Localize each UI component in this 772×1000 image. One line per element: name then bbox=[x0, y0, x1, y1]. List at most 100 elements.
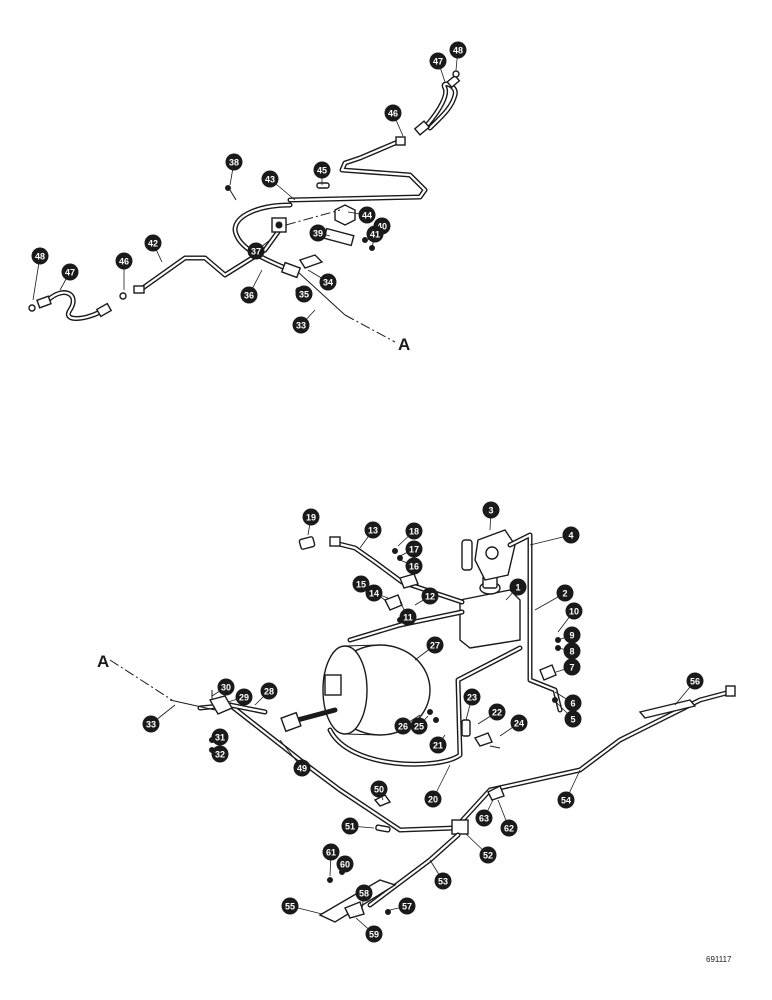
callout-number: 10 bbox=[569, 607, 579, 617]
callout-badge bbox=[319, 273, 337, 291]
callout-badge bbox=[364, 521, 382, 539]
callout-24: 24 bbox=[510, 714, 528, 732]
callout-number: 52 bbox=[483, 851, 493, 861]
callout-number: 26 bbox=[398, 722, 408, 732]
callout-39: 39 bbox=[309, 224, 327, 242]
callout-number: 60 bbox=[340, 860, 350, 870]
callout-20: 20 bbox=[424, 790, 442, 808]
callout-28: 28 bbox=[260, 682, 278, 700]
callout-37: 37 bbox=[247, 242, 265, 260]
callout-number: 8 bbox=[569, 647, 574, 657]
callout-badge bbox=[563, 626, 581, 644]
callout-number: 40 bbox=[377, 222, 387, 232]
callout-number: 20 bbox=[428, 795, 438, 805]
callout-15: 15 bbox=[352, 575, 370, 593]
callout-number: 25 bbox=[414, 722, 424, 732]
callout-badge bbox=[509, 578, 527, 596]
callout-43: 43 bbox=[261, 170, 279, 188]
callout-number: 58 bbox=[359, 889, 369, 899]
callout-22: 22 bbox=[488, 703, 506, 721]
callout-2: 2 bbox=[556, 584, 574, 602]
callout-60: 60 bbox=[336, 855, 354, 873]
callout-number: 22 bbox=[492, 708, 502, 718]
callout-55: 55 bbox=[281, 897, 299, 915]
callout-badge bbox=[424, 790, 442, 808]
callout-number: 7 bbox=[569, 663, 574, 673]
callout-21: 21 bbox=[429, 736, 447, 754]
callout-badge bbox=[217, 678, 235, 696]
callout-badge bbox=[211, 728, 229, 746]
callout-8: 8 bbox=[563, 642, 581, 660]
callout-number: 18 bbox=[409, 527, 419, 537]
callout-badge bbox=[405, 540, 423, 558]
callout-badge bbox=[426, 636, 444, 654]
callout-16: 16 bbox=[405, 557, 423, 575]
callout-badge bbox=[557, 791, 575, 809]
callout-badge bbox=[240, 286, 258, 304]
callout-33: 33 bbox=[142, 715, 160, 733]
callout-1: 1 bbox=[509, 578, 527, 596]
callout-number: 27 bbox=[430, 641, 440, 651]
callout-number: 19 bbox=[306, 513, 316, 523]
callout-61: 61 bbox=[322, 843, 340, 861]
callout-34: 34 bbox=[319, 273, 337, 291]
callout-number: 43 bbox=[265, 175, 275, 185]
callout-badge bbox=[322, 843, 340, 861]
callout-46: 46 bbox=[115, 252, 133, 270]
callout-number: 39 bbox=[313, 229, 323, 239]
callout-17: 17 bbox=[405, 540, 423, 558]
callout-number: 33 bbox=[296, 321, 306, 331]
callout-group: 1234567891011121314151617181920212223242… bbox=[31, 41, 704, 943]
callout-48: 48 bbox=[449, 41, 467, 59]
callout-number: 23 bbox=[467, 693, 477, 703]
callout-badge bbox=[31, 247, 49, 265]
callout-badge bbox=[365, 584, 383, 602]
callout-62: 62 bbox=[500, 819, 518, 837]
callout-badge bbox=[398, 897, 416, 915]
callout-badge bbox=[115, 252, 133, 270]
callout-number: 56 bbox=[690, 677, 700, 687]
callout-badge bbox=[366, 225, 384, 243]
callout-number: 14 bbox=[369, 589, 379, 599]
callout-badge bbox=[394, 717, 412, 735]
callout-badge bbox=[211, 745, 229, 763]
callout-number: 34 bbox=[323, 278, 333, 288]
section-marker-upper: A bbox=[398, 335, 410, 354]
callout-29: 29 bbox=[235, 688, 253, 706]
callout-badge bbox=[313, 161, 331, 179]
callout-50: 50 bbox=[370, 780, 388, 798]
callout-badge bbox=[261, 170, 279, 188]
section-marker-lower: A bbox=[97, 652, 109, 671]
callout-badge bbox=[292, 316, 310, 334]
callout-number: 48 bbox=[453, 46, 463, 56]
callout-number: 29 bbox=[239, 693, 249, 703]
callout-badge bbox=[500, 819, 518, 837]
callout-number: 21 bbox=[433, 741, 443, 751]
callout-number: 13 bbox=[368, 526, 378, 536]
callout-53: 53 bbox=[434, 872, 452, 890]
callout-63: 63 bbox=[475, 809, 493, 827]
callout-number: 6 bbox=[570, 699, 575, 709]
lower-assembly bbox=[109, 529, 736, 923]
callout-18: 18 bbox=[405, 522, 423, 540]
callout-number: 17 bbox=[409, 545, 419, 555]
callout-number: 62 bbox=[504, 824, 514, 834]
callout-badge bbox=[563, 642, 581, 660]
callout-badge bbox=[225, 153, 243, 171]
callout-56: 56 bbox=[686, 672, 704, 690]
callout-number: 11 bbox=[403, 613, 413, 623]
callout-59: 59 bbox=[365, 925, 383, 943]
callout-35: 35 bbox=[295, 285, 313, 303]
callout-badge bbox=[358, 206, 376, 224]
callout-46: 46 bbox=[384, 104, 402, 122]
callout-number: 28 bbox=[264, 687, 274, 697]
callout-number: 33 bbox=[146, 720, 156, 730]
callout-number: 12 bbox=[425, 592, 435, 602]
callout-number: 41 bbox=[370, 230, 380, 240]
callout-number: 5 bbox=[570, 715, 575, 725]
callout-number: 47 bbox=[433, 57, 443, 67]
callout-badge bbox=[399, 608, 417, 626]
callout-9: 9 bbox=[563, 626, 581, 644]
leader-lines bbox=[32, 49, 696, 935]
callout-30: 30 bbox=[217, 678, 235, 696]
